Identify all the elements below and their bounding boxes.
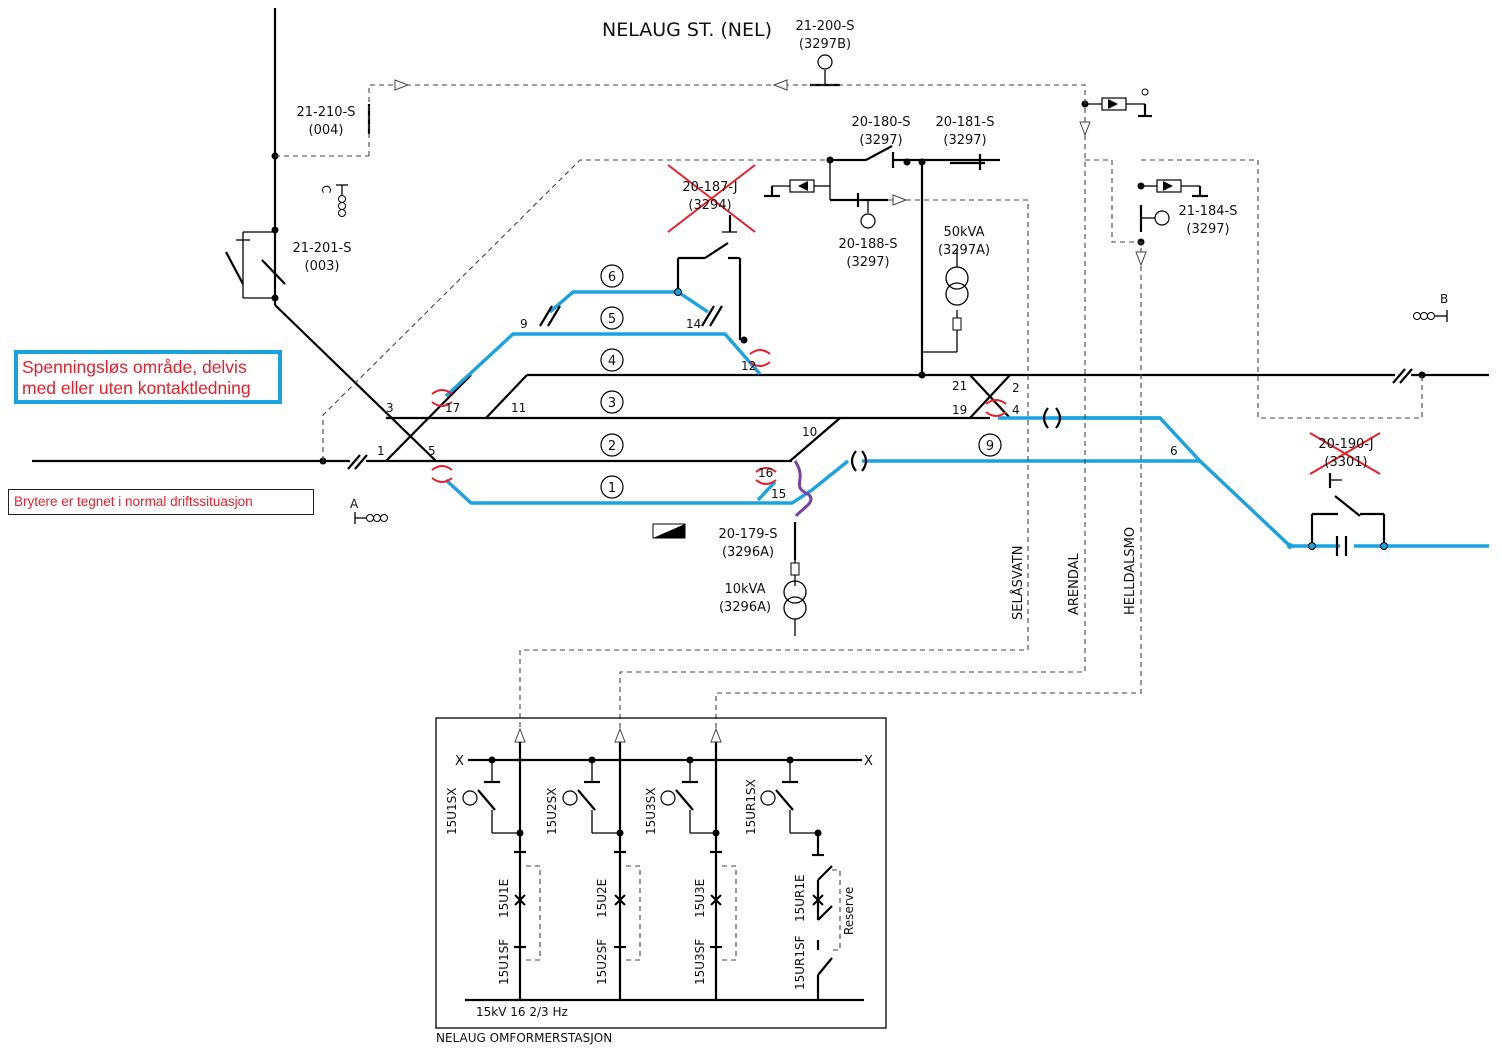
transformer-50kva-ref: (3297A) bbox=[938, 243, 990, 258]
switch-14: 14 bbox=[686, 317, 701, 331]
feeder-4-note: Reserve bbox=[842, 887, 856, 935]
switch-20-181-s-id: 20-181-S bbox=[936, 115, 995, 130]
switch-20-179-s-id: 20-179-S bbox=[719, 527, 778, 542]
switch-20-190-j-ref: (3301) bbox=[1324, 455, 1367, 470]
substation-busbar-label: 15kV 16 2/3 Hz bbox=[476, 1005, 568, 1019]
transformer-50kva-rating: 50kVA bbox=[943, 225, 984, 240]
switch-labels: 21-200-S (3297B) 21-210-S (004) 21-201-S… bbox=[293, 19, 1374, 615]
cable-arendal: ARENDAL bbox=[1067, 552, 1082, 615]
cable-selasvatn: SELÅSVATN bbox=[1010, 546, 1026, 620]
normal-state-note: Brytere er tegnet i normal driftssituasj… bbox=[8, 489, 314, 515]
switch-17: 17 bbox=[445, 401, 460, 415]
bus-end-right: X bbox=[864, 754, 873, 769]
track-1: 1 bbox=[608, 481, 616, 496]
track-2: 2 bbox=[608, 439, 616, 454]
track-3: 3 bbox=[608, 396, 616, 411]
signals: A B C bbox=[319, 184, 1448, 524]
transformer-10kva-rating: 10kVA bbox=[724, 582, 765, 597]
signal-c-label: C bbox=[319, 185, 333, 193]
switch-19: 19 bbox=[952, 403, 967, 417]
feeder-2-sx: 15U2SX bbox=[545, 787, 559, 835]
track-markers: 6 5 4 3 2 1 9 bbox=[600, 264, 1002, 499]
feeder-cable bbox=[793, 460, 813, 517]
switch-21-200-s-ref: (3297B) bbox=[799, 37, 851, 52]
station-title: NELAUG ST. (NEL) bbox=[602, 19, 772, 41]
track-6: 6 bbox=[608, 270, 616, 285]
track-9: 9 bbox=[986, 439, 994, 454]
signal-b-label: B bbox=[1440, 292, 1448, 306]
switch-20-180-s-ref: (3297) bbox=[859, 133, 902, 148]
switch-21-200-s-id: 21-200-S bbox=[796, 19, 855, 34]
switch-20-179-s-ref: (3296A) bbox=[722, 545, 774, 560]
feeder-3-e: 15U3E bbox=[693, 879, 707, 918]
feeder-4-sf: 15UR1SF bbox=[793, 935, 807, 990]
switch-12: 12 bbox=[741, 359, 756, 373]
switch-21-201-s-id: 21-201-S bbox=[293, 241, 352, 256]
deenergized-legend: Spenningsløs område, delvis med eller ut… bbox=[14, 350, 282, 404]
feeder-3-sx: 15U3SX bbox=[644, 787, 658, 835]
switch-15: 15 bbox=[771, 487, 786, 501]
switch-20-190-j-id: 20-190-J bbox=[1318, 437, 1373, 452]
feeder-3-sf: 15U3SF bbox=[693, 939, 707, 985]
switch-11: 11 bbox=[511, 401, 526, 415]
switch-20-181-s-ref: (3297) bbox=[943, 133, 986, 148]
switch-9: 9 bbox=[520, 317, 528, 331]
switch-20-187-j-ref: (3294) bbox=[688, 198, 731, 213]
switch-1: 1 bbox=[377, 444, 385, 458]
switch-20-188-s-id: 20-188-S bbox=[839, 237, 898, 252]
switch-21-184-s-ref: (3297) bbox=[1186, 222, 1229, 237]
feeder-1-e: 15U1E bbox=[497, 879, 511, 918]
deenergized-legend-text: Spenningsløs område, delvis med eller ut… bbox=[22, 357, 251, 398]
switch-21-201-s-ref: (003) bbox=[305, 259, 340, 274]
switch-20-187-j-id: 20-187-J bbox=[682, 180, 737, 195]
feeder-15u3: 15U3SX 15U3E 15U3SF bbox=[644, 742, 737, 1000]
switch-21: 21 bbox=[952, 379, 967, 393]
crossed-out-markings bbox=[431, 164, 1381, 485]
switch-2: 2 bbox=[1012, 381, 1020, 395]
switch-4: 4 bbox=[1012, 403, 1020, 417]
switch-20-188-s-ref: (3297) bbox=[846, 255, 889, 270]
substation-name: NELAUG OMFORMERSTASJON bbox=[436, 1031, 612, 1045]
transformer-10kva-ref: (3296A) bbox=[719, 600, 771, 615]
switch-numbers: 1 2 3 4 5 9 10 11 12 14 15 16 17 19 21 6 bbox=[377, 317, 1178, 501]
feeder-15ur1: 15UR1SX 15UR1E 15UR1SF Reserve bbox=[744, 756, 856, 1000]
control-cables bbox=[275, 79, 1423, 743]
feeder-15u2: 15U2SX 15U2E 15U2SF bbox=[545, 742, 641, 1000]
feeder-1-sx: 15U1SX bbox=[445, 787, 459, 835]
feeder-4-e: 15UR1E bbox=[793, 874, 807, 922]
track-5: 5 bbox=[608, 312, 616, 327]
feeder-15u1: 15U1SX 15U1E 15U1SF bbox=[445, 742, 541, 1000]
switch-5: 5 bbox=[428, 444, 436, 458]
switch-20-180-s-id: 20-180-S bbox=[852, 115, 911, 130]
switch-16: 16 bbox=[758, 466, 773, 480]
switch-21-210-s-id: 21-210-S bbox=[297, 105, 356, 120]
cable-helldalsmo: HELLDALSMO bbox=[1123, 527, 1138, 615]
switch-21-210-s-ref: (004) bbox=[309, 123, 344, 138]
substation: X X 15kV 16 2/3 Hz NELAUG OMFORMERSTASJO… bbox=[435, 717, 887, 1045]
energized-catenary bbox=[32, 8, 1489, 636]
deenergized-catenary bbox=[444, 288, 1489, 556]
bus-end-left: X bbox=[455, 754, 464, 769]
switch-10: 10 bbox=[802, 425, 817, 439]
track-6-label: 6 bbox=[1170, 444, 1178, 458]
switch-3: 3 bbox=[386, 401, 394, 415]
track-4: 4 bbox=[608, 354, 616, 369]
normal-state-note-text: Brytere er tegnet i normal driftssituasj… bbox=[14, 494, 253, 509]
feeder-2-sf: 15U2SF bbox=[595, 939, 609, 985]
feeder-4-sx: 15UR1SX bbox=[744, 779, 758, 835]
switch-21-184-s-id: 21-184-S bbox=[1179, 204, 1238, 219]
signal-a-label: A bbox=[350, 497, 359, 511]
feeder-1-sf: 15U1SF bbox=[497, 939, 511, 985]
feeder-2-e: 15U2E bbox=[595, 879, 609, 918]
